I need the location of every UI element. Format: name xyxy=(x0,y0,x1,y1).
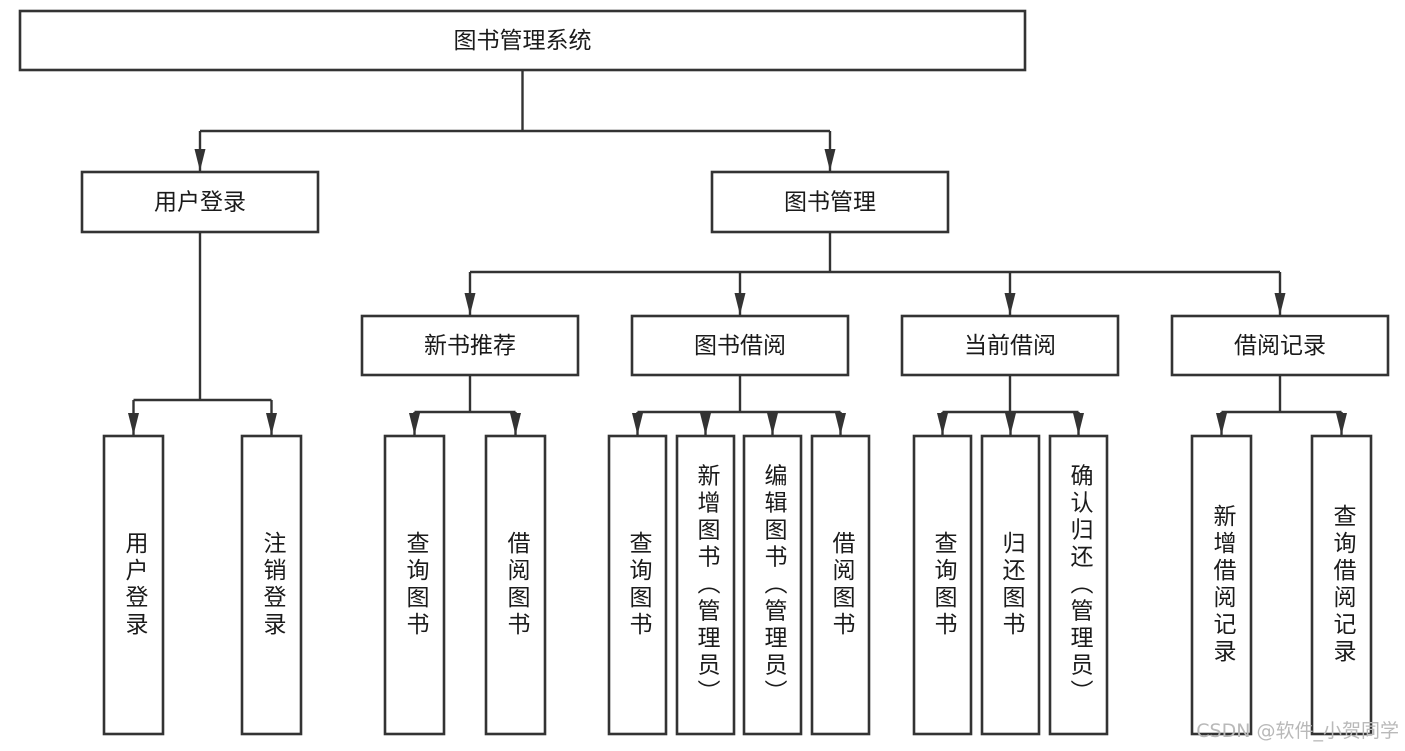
arrow-head-icon xyxy=(1274,293,1286,315)
arrow-head-icon xyxy=(835,413,846,435)
node-label-leaf-query-book-1: 查询图书 xyxy=(402,531,430,639)
node-box-leaf-add-borrow-record xyxy=(1190,434,1253,736)
node-book-borrow[interactable]: 图书借阅 xyxy=(630,314,850,377)
node-leaf-query-book-2[interactable]: 查询图书 xyxy=(607,434,668,736)
node-box-leaf-query-book-1 xyxy=(383,434,446,736)
node-leaf-query-book-3[interactable]: 查询图书 xyxy=(912,434,973,736)
watermark-label: CSDN @软件_小贺同学 xyxy=(1196,720,1399,742)
arrow-head-icon xyxy=(937,413,948,435)
arrow-head-icon xyxy=(824,149,836,171)
arrow-head-icon xyxy=(700,413,711,435)
node-label-leaf-query-book-3: 查询图书 xyxy=(930,531,958,639)
arrow-head-icon xyxy=(194,149,206,171)
node-label-book-borrow: 图书借阅 xyxy=(694,333,786,359)
arrow-head-icon xyxy=(1004,293,1016,315)
node-box-root xyxy=(18,9,1027,72)
node-box-new-book-recommend xyxy=(360,314,580,377)
arrow-head-icon xyxy=(1336,413,1347,435)
node-label-leaf-query-book-2: 查询图书 xyxy=(625,531,653,639)
node-label-leaf-add-book-admin: 新增图书（管理员） xyxy=(693,464,721,707)
node-label-leaf-query-borrow-record: 查询借阅记录 xyxy=(1329,504,1357,666)
arrow-head-icon xyxy=(266,413,277,435)
node-root[interactable]: 图书管理系统 xyxy=(18,9,1027,72)
node-new-book-recommend[interactable]: 新书推荐 xyxy=(360,314,580,377)
node-label-leaf-user-login: 用户登录 xyxy=(121,531,149,639)
node-box-leaf-user-login xyxy=(102,434,165,736)
arrow-head-icon xyxy=(128,413,139,435)
arrow-head-icon xyxy=(1073,413,1084,435)
node-borrow-record[interactable]: 借阅记录 xyxy=(1170,314,1390,377)
arrow-head-icon xyxy=(734,293,746,315)
node-box-leaf-query-borrow-record xyxy=(1310,434,1373,736)
node-leaf-borrow-book-2[interactable]: 借阅图书 xyxy=(810,434,871,736)
node-box-book-borrow xyxy=(630,314,850,377)
node-book-manage[interactable]: 图书管理 xyxy=(710,170,950,234)
arrow-head-icon xyxy=(632,413,643,435)
connectors-layer xyxy=(128,70,1347,435)
arrow-head-icon xyxy=(767,413,778,435)
node-current-borrow[interactable]: 当前借阅 xyxy=(900,314,1120,377)
node-leaf-return-book[interactable]: 归还图书 xyxy=(980,434,1041,736)
node-leaf-add-book-admin[interactable]: 新增图书（管理员） xyxy=(675,434,736,736)
node-user-login[interactable]: 用户登录 xyxy=(80,170,320,234)
node-leaf-edit-book-admin[interactable]: 编辑图书（管理员） xyxy=(742,434,803,736)
node-label-user-login: 用户登录 xyxy=(154,190,246,216)
node-leaf-user-login[interactable]: 用户登录 xyxy=(102,434,165,736)
node-label-leaf-add-borrow-record: 新增借阅记录 xyxy=(1209,504,1237,666)
node-box-leaf-borrow-book-2 xyxy=(810,434,871,736)
node-leaf-add-borrow-record[interactable]: 新增借阅记录 xyxy=(1190,434,1253,736)
node-label-leaf-user-logout: 注销登录 xyxy=(259,531,287,639)
arrow-head-icon xyxy=(510,413,521,435)
arrow-head-icon xyxy=(1216,413,1227,435)
node-box-user-login xyxy=(80,170,320,234)
node-box-leaf-query-book-2 xyxy=(607,434,668,736)
arrow-head-icon xyxy=(464,293,476,315)
node-leaf-user-logout[interactable]: 注销登录 xyxy=(240,434,303,736)
node-label-leaf-confirm-return-admin: 确认归还（管理员） xyxy=(1066,464,1094,707)
node-label-leaf-edit-book-admin: 编辑图书（管理员） xyxy=(760,464,788,707)
node-box-leaf-add-book-admin xyxy=(675,434,736,736)
arrow-head-icon xyxy=(1005,413,1016,435)
node-box-leaf-return-book xyxy=(980,434,1041,736)
node-leaf-confirm-return-admin[interactable]: 确认归还（管理员） xyxy=(1048,434,1109,736)
node-box-leaf-query-book-3 xyxy=(912,434,973,736)
node-box-borrow-record xyxy=(1170,314,1390,377)
node-label-borrow-record: 借阅记录 xyxy=(1234,333,1326,359)
node-box-current-borrow xyxy=(900,314,1120,377)
node-label-leaf-borrow-book-2: 借阅图书 xyxy=(828,531,856,639)
node-label-new-book-recommend: 新书推荐 xyxy=(424,333,516,359)
node-box-book-manage xyxy=(710,170,950,234)
node-label-current-borrow: 当前借阅 xyxy=(964,333,1056,359)
node-label-root: 图书管理系统 xyxy=(454,28,592,54)
node-label-book-manage: 图书管理 xyxy=(784,190,876,216)
node-leaf-query-book-1[interactable]: 查询图书 xyxy=(383,434,446,736)
node-box-leaf-confirm-return-admin xyxy=(1048,434,1109,736)
node-box-leaf-user-logout xyxy=(240,434,303,736)
node-box-leaf-borrow-book-1 xyxy=(484,434,547,736)
arrow-head-icon xyxy=(409,413,420,435)
node-leaf-borrow-book-1[interactable]: 借阅图书 xyxy=(484,434,547,736)
nodes-layer: 图书管理系统用户登录图书管理新书推荐图书借阅当前借阅借阅记录用户登录注销登录查询… xyxy=(18,9,1390,736)
node-label-leaf-return-book: 归还图书 xyxy=(998,531,1026,639)
node-label-leaf-borrow-book-1: 借阅图书 xyxy=(503,531,531,639)
node-box-leaf-edit-book-admin xyxy=(742,434,803,736)
node-leaf-query-borrow-record[interactable]: 查询借阅记录 xyxy=(1310,434,1373,736)
